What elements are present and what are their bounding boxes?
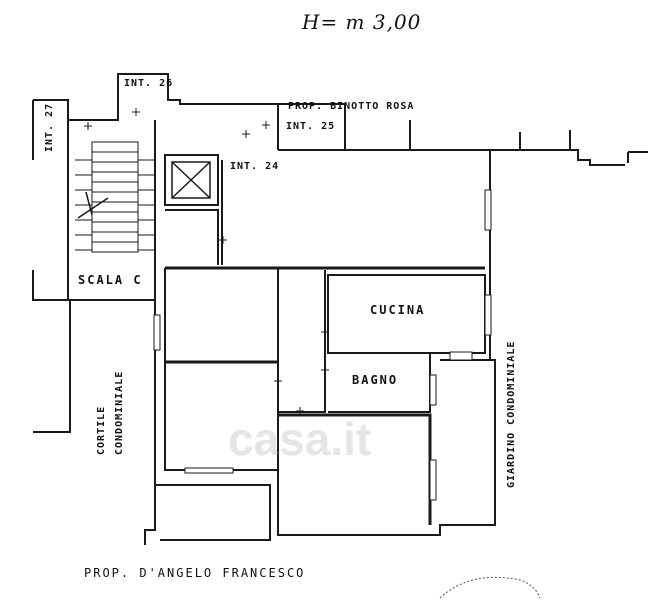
giardino-label: GIARDINO CONDOMINIALE — [506, 340, 517, 488]
cortile-label: CORTILE — [96, 405, 107, 455]
wall-stair-bottom — [68, 290, 156, 301]
int27-label: INT. 27 — [44, 102, 55, 152]
wall-room-left-small — [165, 209, 219, 265]
bagno-label: BAGNO — [352, 373, 399, 387]
cucina-label: CUCINA — [370, 303, 426, 317]
int26-label: INT. 26 — [124, 78, 174, 89]
wall-cucina — [327, 274, 486, 354]
wall-stair-left — [32, 120, 69, 301]
prop-binotto-label: PROP. BINOTTO ROSA — [288, 101, 415, 112]
prop-dangelo-label: PROP. D'ANGELO FRANCESCO — [84, 566, 306, 580]
scala-label: SCALA C — [78, 273, 143, 287]
marker-crosses — [84, 108, 329, 415]
lift-symbol — [171, 161, 211, 199]
int25-label: INT. 25 — [286, 121, 336, 132]
watermark: casa.it — [228, 413, 372, 465]
wall-corridor — [278, 149, 625, 166]
wall-apt-bottom — [155, 484, 271, 541]
wall-courtyard — [33, 300, 71, 433]
wall-top — [33, 73, 279, 150]
stair-treads — [75, 141, 155, 253]
condominiale-label: CONDOMINIALE — [114, 370, 125, 455]
wall-int25-right — [409, 120, 571, 150]
wall-hall — [277, 268, 326, 413]
wall-int25 — [278, 103, 346, 150]
wall-lift — [164, 154, 219, 206]
wall-apt-right-lower — [277, 359, 496, 536]
height-label: H= m 3,00 — [302, 10, 422, 34]
wall-right-stub — [627, 151, 648, 163]
windows — [153, 189, 492, 501]
int24-label: INT. 24 — [230, 161, 280, 172]
stamp-mark — [439, 576, 541, 599]
